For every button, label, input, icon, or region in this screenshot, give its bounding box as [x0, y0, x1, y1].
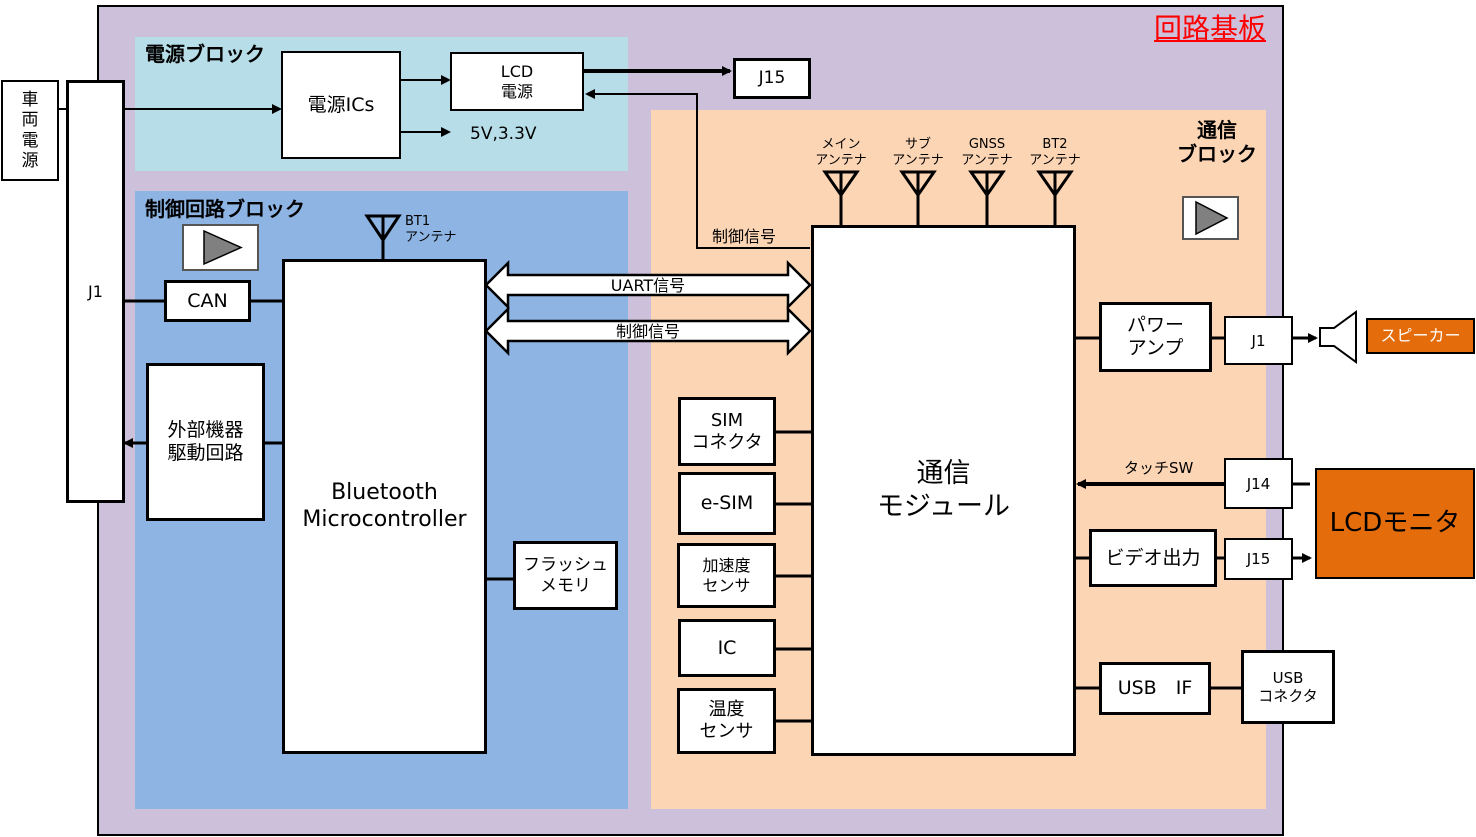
speaker-icon — [1319, 310, 1357, 364]
lcd-control-signal-label: 制御信号 — [712, 227, 777, 246]
esim: e-SIM — [678, 472, 776, 535]
sub-antenna-label: サブ アンテナ — [892, 137, 944, 168]
power-ics: 電源ICs — [281, 51, 401, 159]
usb-connector: USB コネクタ — [1241, 650, 1335, 724]
control-block-title: 制御回路ブロック — [145, 197, 305, 221]
external-driver-circuit: 外部機器 駆動回路 — [146, 363, 265, 521]
lcd-monitor: LCDモニタ — [1315, 468, 1475, 579]
power-amplifier: パワー アンプ — [1099, 302, 1212, 372]
j1-connector: J1 — [66, 80, 125, 503]
j14-connector: J14 — [1224, 458, 1293, 509]
bluetooth-microcontroller: Bluetooth Microcontroller — [282, 259, 487, 754]
board-title: 回路基板 — [1154, 12, 1267, 45]
j15-top-connector: J15 — [733, 58, 811, 99]
voltage-label: 5V,3.3V — [470, 124, 537, 144]
lcd-power: LCD 電源 — [450, 52, 584, 111]
play-icon[interactable] — [182, 224, 259, 271]
comm-module: 通信 モジュール — [811, 225, 1076, 756]
accelerometer: 加速度 センサ — [677, 543, 776, 608]
control-signal-label: 制御信号 — [615, 322, 680, 341]
comm-block-title: 通信 ブロック — [1177, 118, 1257, 166]
play-icon[interactable] — [1182, 196, 1239, 240]
j1-speaker-connector: J1 — [1224, 316, 1293, 365]
can-box: CAN — [164, 280, 251, 322]
flash-memory: フラッシュ メモリ — [513, 541, 618, 610]
touch-sw-label: タッチSW — [1124, 459, 1194, 477]
video-output: ビデオ出力 — [1089, 529, 1217, 587]
usb-interface: USB IF — [1099, 662, 1211, 715]
uart-signal-label: UART信号 — [610, 276, 686, 295]
bt1-antenna-label: BT1 アンテナ — [405, 214, 457, 245]
speaker: スピーカー — [1366, 318, 1475, 354]
gnss-antenna-label: GNSS アンテナ — [961, 137, 1013, 168]
ic-box: IC — [678, 619, 776, 677]
bt2-antenna-label: BT2 アンテナ — [1029, 137, 1081, 168]
temperature-sensor: 温度 センサ — [677, 688, 776, 754]
j15-video-connector: J15 — [1224, 538, 1293, 580]
sim-connector: SIM コネクタ — [678, 397, 776, 466]
vehicle-power: 車 両 電 源 — [1, 80, 59, 181]
main-antenna-label: メイン アンテナ — [815, 137, 867, 168]
power-block-title: 電源ブロック — [145, 42, 265, 66]
